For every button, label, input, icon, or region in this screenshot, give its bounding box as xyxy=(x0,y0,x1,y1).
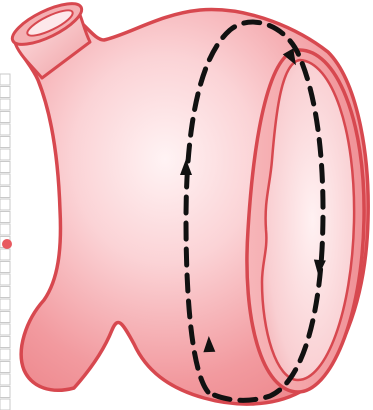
ruler-tick xyxy=(0,374,10,385)
ruler-tick xyxy=(0,187,10,198)
ruler-tick xyxy=(0,74,10,85)
ruler-tick xyxy=(0,99,10,110)
ruler-tick xyxy=(0,149,10,160)
ruler-tick xyxy=(0,224,10,235)
ruler-tick xyxy=(0,137,10,148)
ruler-tick xyxy=(0,287,10,298)
ruler-tick xyxy=(0,174,10,185)
ruler-marker xyxy=(2,239,12,249)
ruler-tick xyxy=(0,337,10,348)
ruler-strip xyxy=(0,74,12,410)
ruler-tick xyxy=(0,274,10,285)
ruler-tick xyxy=(0,312,10,323)
open-ring-icon xyxy=(247,50,364,392)
ruler-tick xyxy=(0,249,10,260)
ruler-tick xyxy=(0,212,10,223)
ruler-tick xyxy=(0,112,10,123)
ruler-tick xyxy=(0,362,10,373)
ruler-tick xyxy=(0,324,10,335)
ruler-tick xyxy=(0,124,10,135)
ruler-tick xyxy=(0,349,10,360)
ruler-tick xyxy=(0,387,10,398)
ruler-tick xyxy=(0,162,10,173)
ruler-tick xyxy=(0,199,10,210)
ruler-tick xyxy=(0,87,10,98)
ruler-tick xyxy=(0,262,10,273)
ruler-tick xyxy=(0,399,10,410)
ruler-tick xyxy=(0,299,10,310)
